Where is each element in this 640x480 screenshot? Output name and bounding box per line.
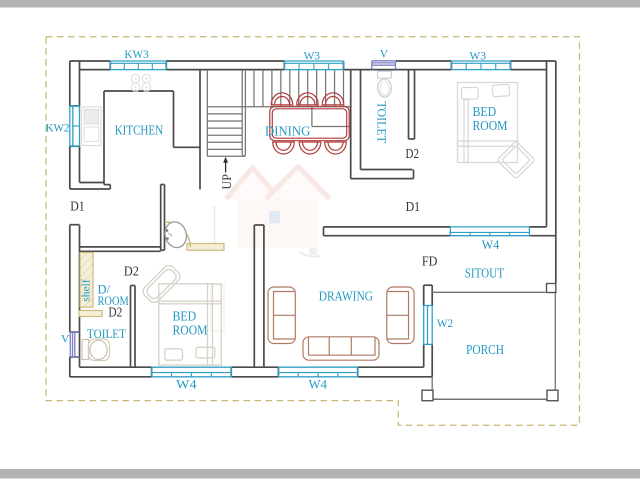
svg-text:UP: UP — [219, 174, 234, 190]
svg-text:SITOUT: SITOUT — [465, 267, 505, 282]
svg-text:FD: FD — [422, 254, 438, 269]
svg-text:W4: W4 — [176, 378, 197, 392]
svg-text:ROOM: ROOM — [173, 324, 208, 339]
svg-text:ROOM: ROOM — [473, 119, 508, 134]
svg-text:KITCHEN: KITCHEN — [115, 123, 163, 138]
svg-text:BED: BED — [173, 309, 197, 324]
svg-text:TOILET: TOILET — [374, 101, 389, 142]
svg-text:W3: W3 — [470, 50, 487, 62]
svg-text:KW3: KW3 — [124, 49, 149, 61]
svg-text:shelf: shelf — [81, 279, 93, 302]
svg-text:W4: W4 — [309, 378, 328, 392]
svg-text:BED: BED — [473, 105, 497, 120]
svg-text:TOILET: TOILET — [87, 326, 126, 341]
svg-text:W2: W2 — [437, 316, 454, 330]
svg-text:PORCH: PORCH — [466, 343, 504, 358]
svg-text:D2: D2 — [406, 147, 420, 162]
svg-text:ROOM: ROOM — [98, 294, 129, 308]
svg-text:D2: D2 — [124, 264, 139, 279]
svg-text:D2: D2 — [108, 306, 122, 321]
svg-text:D1: D1 — [70, 199, 85, 214]
svg-text:DINING: DINING — [265, 125, 310, 140]
svg-text:D/: D/ — [98, 283, 111, 297]
svg-text:DRAWING: DRAWING — [319, 290, 373, 305]
svg-text:D1: D1 — [406, 200, 421, 215]
svg-text:KW2: KW2 — [46, 120, 70, 134]
svg-text:W4: W4 — [482, 238, 500, 252]
svg-text:V: V — [61, 332, 70, 346]
svg-text:V: V — [380, 49, 389, 61]
svg-text:W3: W3 — [304, 50, 321, 62]
